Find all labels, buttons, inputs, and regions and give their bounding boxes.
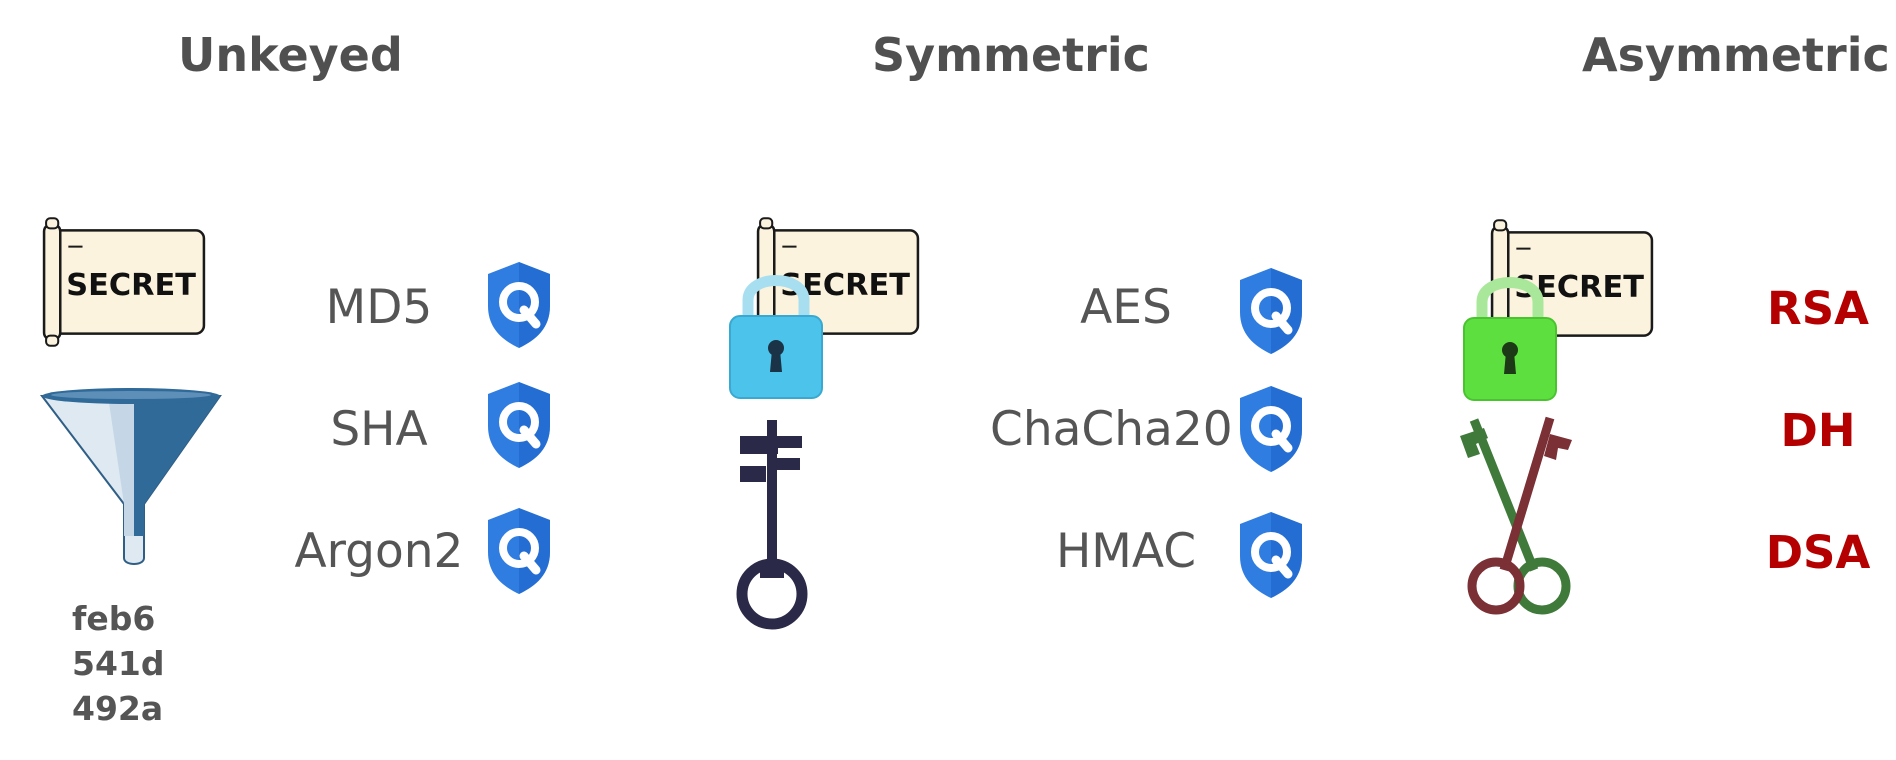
green-padlock-icon (1463, 277, 1557, 401)
symmetric-key-icon (736, 420, 808, 630)
algorithm-dh: DH (1780, 404, 1856, 457)
algorithm-rsa: RSA (1767, 282, 1869, 335)
scroll-text: SECRET (66, 268, 196, 303)
funnel-icon (39, 388, 222, 565)
secret-scroll-icon: SECRET (38, 206, 210, 358)
algorithm-chacha20: ChaCha20 (990, 402, 1233, 457)
algorithm-sha: SHA (330, 402, 428, 457)
quantum-safe-shield-icon (484, 260, 554, 350)
algorithm-dsa: DSA (1765, 526, 1871, 579)
algorithm-argon2: Argon2 (294, 524, 464, 579)
algorithm-hmac: HMAC (1055, 524, 1197, 579)
asymmetric-keys-icon (1460, 416, 1572, 615)
quantum-safe-shield-icon (484, 506, 554, 596)
hash-line: 541d (72, 644, 165, 683)
algorithm-md5: MD5 (325, 280, 433, 335)
blue-padlock-icon (729, 275, 823, 399)
hash-line: 492a (72, 689, 164, 728)
column-title-symmetric: Symmetric (872, 28, 1150, 82)
algorithm-aes: AES (1080, 280, 1172, 335)
hash-output: feb6 541d 492a (72, 596, 165, 731)
column-title-asymmetric: Asymmetric (1582, 28, 1890, 82)
quantum-safe-shield-icon (1236, 510, 1306, 600)
column-title-unkeyed: Unkeyed (178, 28, 403, 82)
hash-line: feb6 (72, 599, 156, 638)
quantum-safe-shield-icon (484, 380, 554, 470)
quantum-safe-shield-icon (1236, 266, 1306, 356)
quantum-safe-shield-icon (1236, 384, 1306, 474)
